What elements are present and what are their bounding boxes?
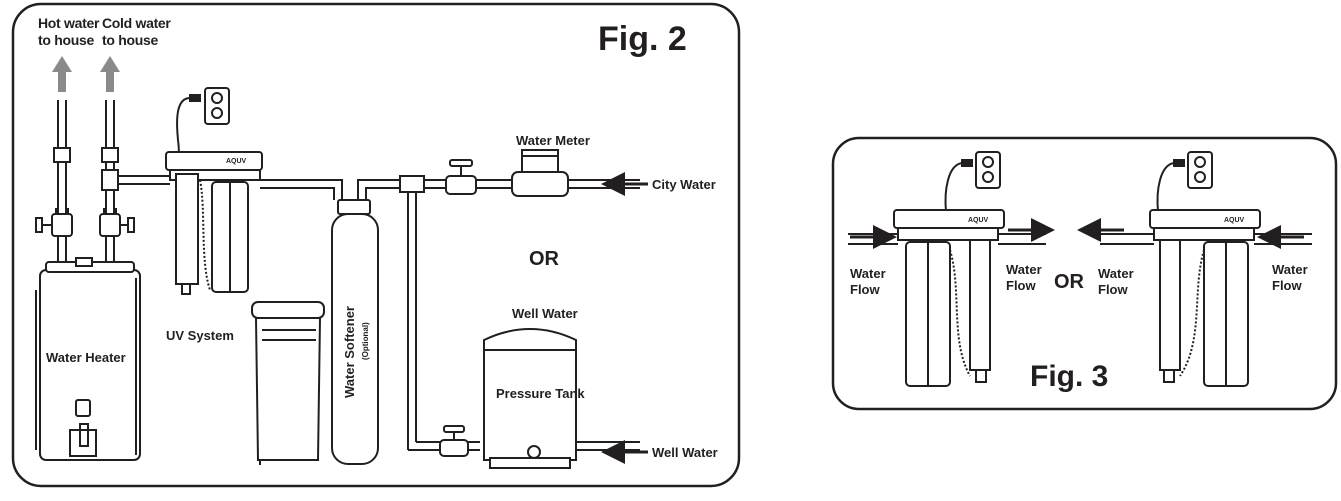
fig3-outlet-right-icon (1156, 151, 1213, 213)
fig3-outlet-left-icon (944, 151, 1001, 213)
water-meter-label: Water Meter (516, 133, 590, 148)
fig3-right-brand-label: AQUV (1224, 217, 1245, 224)
fig3-left-in-label-line1: Water (850, 266, 886, 281)
water-heater (35, 257, 141, 461)
fig3-right-out-label-line1: Water (1098, 266, 1134, 281)
fig3-left-brand-label: AQUV (968, 217, 989, 224)
supply-tee (399, 175, 425, 193)
hot-water-up-arrow-icon (52, 56, 72, 92)
cold-water-valve (99, 208, 135, 237)
pressure-tank (483, 328, 577, 469)
fig2-frame (11, 2, 741, 488)
hot-cold-pipes (53, 100, 170, 262)
fig3-left-out-label-line2: Flow (1006, 278, 1036, 293)
fig3-left-in-label-line2: Flow (850, 282, 880, 297)
water-softener-label: Water Softener (342, 306, 357, 398)
water-softener (331, 199, 379, 465)
fig2-title: Fig. 2 (598, 20, 687, 58)
pressure-tank-label: Pressure Tank (496, 386, 585, 401)
water-meter (511, 149, 569, 197)
well-valve (439, 425, 469, 457)
meter-valve (445, 159, 477, 195)
fig3-or-label: OR (1054, 271, 1085, 293)
fig3-uv-unit-left (848, 209, 1046, 387)
well-water-inlet-label: Well Water (652, 445, 718, 460)
fig3-right-in-label-line1: Water (1272, 262, 1308, 277)
uv-brand-label: AQUV (226, 158, 247, 165)
fig2-outlet-icon (175, 87, 230, 166)
fig3-frame (831, 136, 1338, 411)
uv-system (160, 151, 263, 295)
water-heater-label: Water Heater (46, 350, 126, 365)
hot-water-label-line1: Hot water (38, 15, 100, 31)
cold-water-label-line2: to house (102, 32, 158, 48)
fig3-title: Fig. 3 (1030, 360, 1108, 393)
cold-water-up-arrow-icon (100, 56, 120, 92)
brine-tank (251, 301, 325, 465)
fig3-left-out-label-line1: Water (1006, 262, 1042, 277)
water-softener-optional-label: (Optional) (361, 322, 370, 360)
cold-water-label-line1: Cold water (102, 15, 171, 31)
fig3-uv-unit-right (1100, 209, 1312, 387)
fig3-right-out-label-line2: Flow (1098, 282, 1128, 297)
hot-water-label-line2: to house (38, 32, 94, 48)
city-water-label: City Water (652, 177, 716, 192)
fig3-right-in-label-line2: Flow (1272, 278, 1302, 293)
uv-system-label: UV System (166, 328, 234, 343)
well-water-heading: Well Water (512, 306, 578, 321)
fig2-or-label: OR (529, 248, 560, 270)
hot-water-valve (35, 208, 73, 237)
